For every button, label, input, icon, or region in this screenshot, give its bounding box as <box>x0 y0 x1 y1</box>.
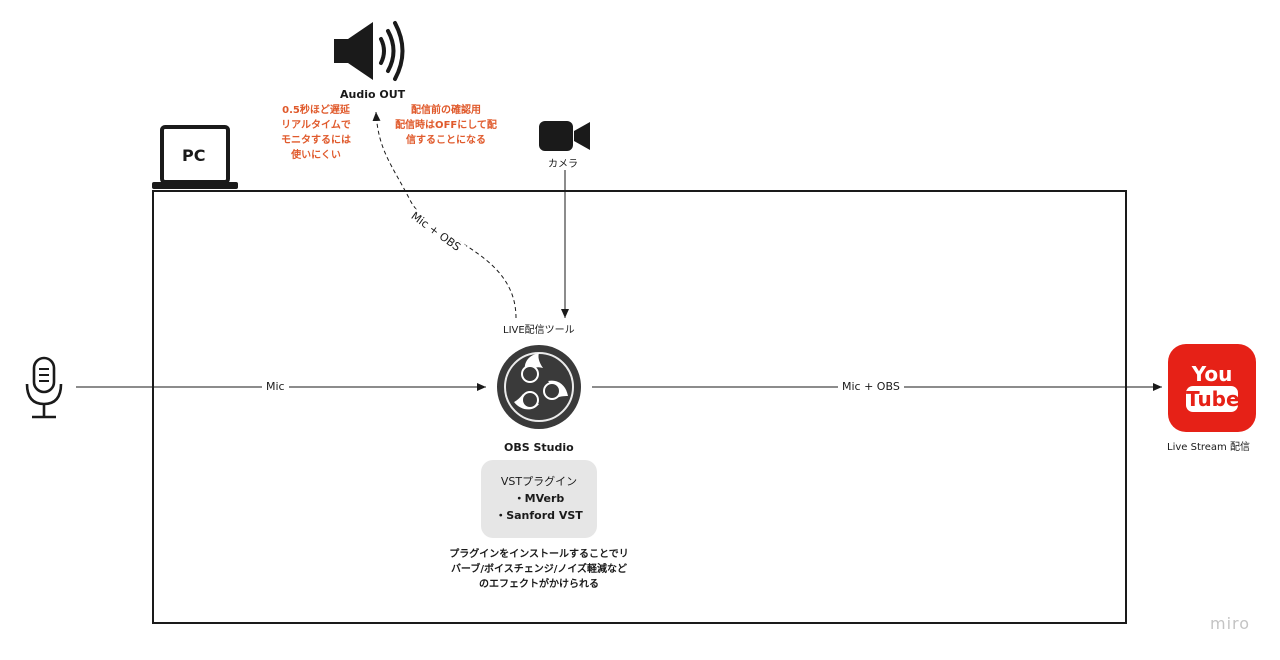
youtube-logo-you: You <box>1191 362 1233 386</box>
vst-item: ・MVerb <box>513 492 565 505</box>
monitor-note-line: 信することになる <box>406 135 486 146</box>
plugin-note-line: プラグインをインストールすることでリ <box>449 549 629 560</box>
microphone-icon <box>22 356 66 420</box>
pc-label: PC <box>182 146 206 165</box>
camera-icon <box>538 120 592 152</box>
speaker-icon <box>332 20 412 82</box>
plugin-note-line: バーブ/ボイスチェンジ/ノイズ軽減など <box>450 564 628 575</box>
edge-label-mic-obs: Mic + OBS <box>838 380 904 393</box>
camera-label: カメラ <box>548 159 578 170</box>
speaker-label: Audio OUT <box>340 88 406 101</box>
vst-title: VSTプラグイン <box>500 475 578 488</box>
vst-item: ・Sanford VST <box>495 509 583 522</box>
youtube-label: Live Stream 配信 <box>1167 442 1250 453</box>
miro-watermark: miro <box>1210 614 1251 633</box>
edge-obs-to-speaker <box>372 111 517 319</box>
pc-frame <box>152 190 1127 624</box>
edge-label-mic: Mic <box>262 380 289 393</box>
vst-plugin-box: VSTプラグイン ・MVerb ・Sanford VST <box>481 460 597 538</box>
latency-note: 0.5秒ほど遅延 リアルタイムで モニタするには 使いにくい <box>276 103 356 163</box>
plugin-note: プラグインをインストールすることでリ バーブ/ボイスチェンジ/ノイズ軽減など の… <box>429 547 649 592</box>
youtube-logo-tube-text: Tube <box>1186 387 1240 411</box>
youtube-logo-tube: Tube <box>1186 386 1240 412</box>
youtube-logo-icon: You Tube <box>1168 344 1256 432</box>
monitor-note-line: 配信前の確認用 <box>411 105 481 116</box>
monitor-note: 配信前の確認用 配信時はOFFにして配 信することになる <box>385 103 507 148</box>
obs-name: OBS Studio <box>504 441 574 454</box>
latency-note-line: 使いにくい <box>291 150 341 161</box>
obs-tool-label: LIVE配信ツール <box>503 325 575 336</box>
laptop-icon <box>150 124 240 192</box>
obs-logo-icon <box>496 344 582 430</box>
monitor-note-line: 配信時はOFFにして配 <box>395 120 497 131</box>
latency-note-line: モニタするには <box>281 135 351 146</box>
latency-note-line: 0.5秒ほど遅延 <box>282 105 350 116</box>
latency-note-line: リアルタイムで <box>281 120 351 131</box>
plugin-note-line: のエフェクトがかけられる <box>479 579 599 590</box>
